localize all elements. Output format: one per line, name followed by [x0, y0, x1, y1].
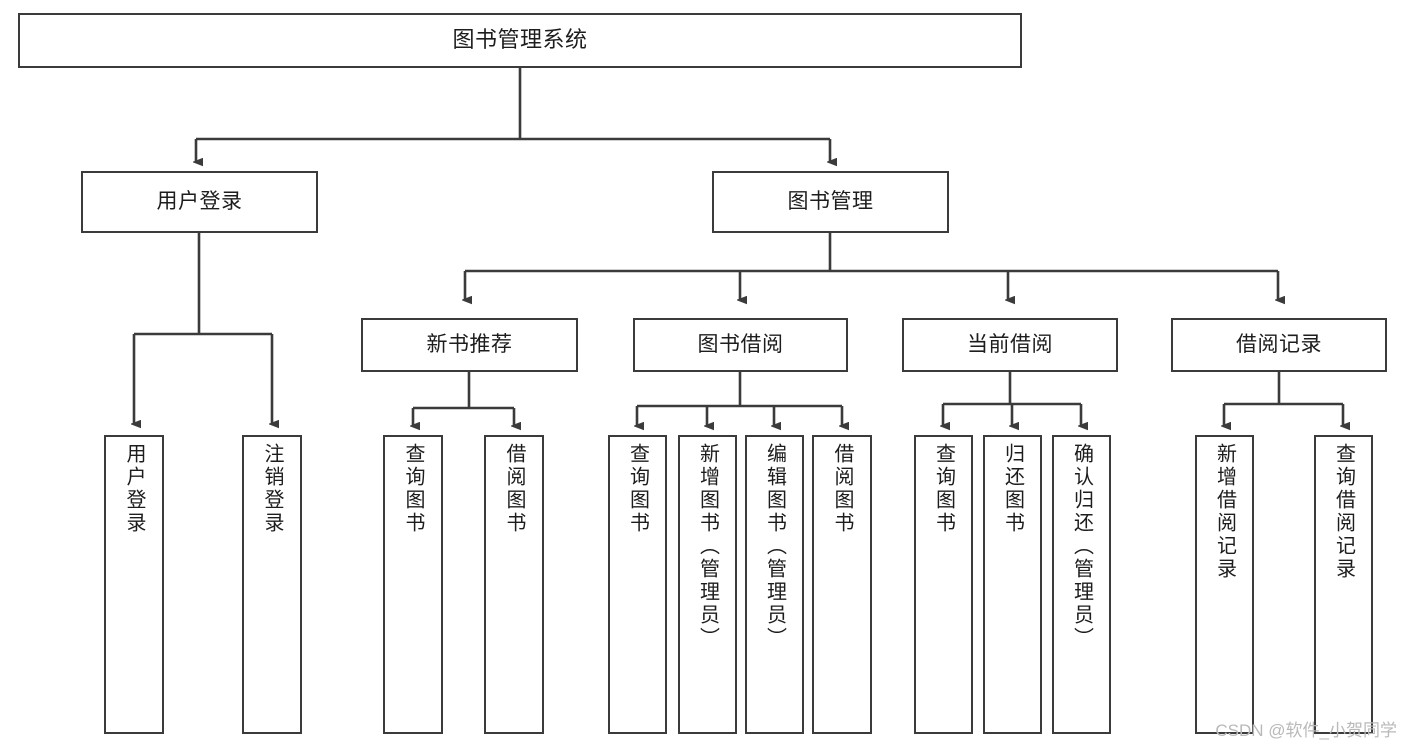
- leaf-user-login-login[interactable]: 用户登录: [104, 435, 164, 734]
- node-book-management[interactable]: 图书管理: [712, 171, 949, 233]
- node-label: 确认归还（管理员）: [1070, 443, 1093, 650]
- leaf-borrow-query-book[interactable]: 查询图书: [608, 435, 667, 734]
- node-label: 借阅图书: [503, 443, 525, 535]
- node-root-system[interactable]: 图书管理系统: [18, 13, 1022, 68]
- node-label: 用户登录: [123, 443, 145, 535]
- node-label: 图书管理: [787, 190, 874, 214]
- node-label: 当前借阅: [967, 333, 1053, 357]
- node-label: 查询借阅记录: [1332, 443, 1355, 581]
- node-label: 注销登录: [261, 443, 283, 535]
- node-label: 借阅记录: [1236, 333, 1322, 357]
- leaf-borrow-edit-book-admin[interactable]: 编辑图书（管理员）: [745, 435, 804, 734]
- node-label: 查询图书: [932, 443, 955, 535]
- node-current-borrow[interactable]: 当前借阅: [902, 318, 1118, 372]
- leaf-recommend-borrow-book[interactable]: 借阅图书: [484, 435, 544, 734]
- node-user-login[interactable]: 用户登录: [81, 171, 318, 233]
- leaf-current-confirm-return-admin[interactable]: 确认归还（管理员）: [1052, 435, 1111, 734]
- node-label: 图书管理系统: [452, 27, 588, 53]
- node-label: 用户登录: [156, 190, 243, 214]
- leaf-recommend-query-book[interactable]: 查询图书: [383, 435, 443, 734]
- leaf-current-query-book[interactable]: 查询图书: [914, 435, 973, 734]
- node-label: 新增图书（管理员）: [696, 443, 719, 650]
- node-label: 借阅图书: [831, 443, 853, 535]
- node-label: 查询图书: [626, 443, 649, 535]
- watermark-text: CSDN @软件_小贺同学: [1215, 721, 1397, 740]
- node-label: 查询图书: [402, 443, 424, 535]
- node-borrow-record[interactable]: 借阅记录: [1171, 318, 1387, 372]
- node-label: 新书推荐: [426, 333, 513, 357]
- node-book-borrow[interactable]: 图书借阅: [633, 318, 848, 372]
- node-label: 归还图书: [1001, 443, 1024, 535]
- node-label: 图书借阅: [697, 333, 784, 357]
- node-new-book-recommend[interactable]: 新书推荐: [361, 318, 578, 372]
- leaf-record-add-record[interactable]: 新增借阅记录: [1195, 435, 1254, 734]
- leaf-user-login-logout[interactable]: 注销登录: [242, 435, 302, 734]
- leaf-record-query-record[interactable]: 查询借阅记录: [1314, 435, 1373, 734]
- node-label: 编辑图书（管理员）: [763, 443, 786, 650]
- node-label: 新增借阅记录: [1213, 443, 1236, 581]
- leaf-borrow-borrow-book[interactable]: 借阅图书: [812, 435, 872, 734]
- leaf-current-return-book[interactable]: 归还图书: [983, 435, 1042, 734]
- leaf-borrow-add-book-admin[interactable]: 新增图书（管理员）: [678, 435, 737, 734]
